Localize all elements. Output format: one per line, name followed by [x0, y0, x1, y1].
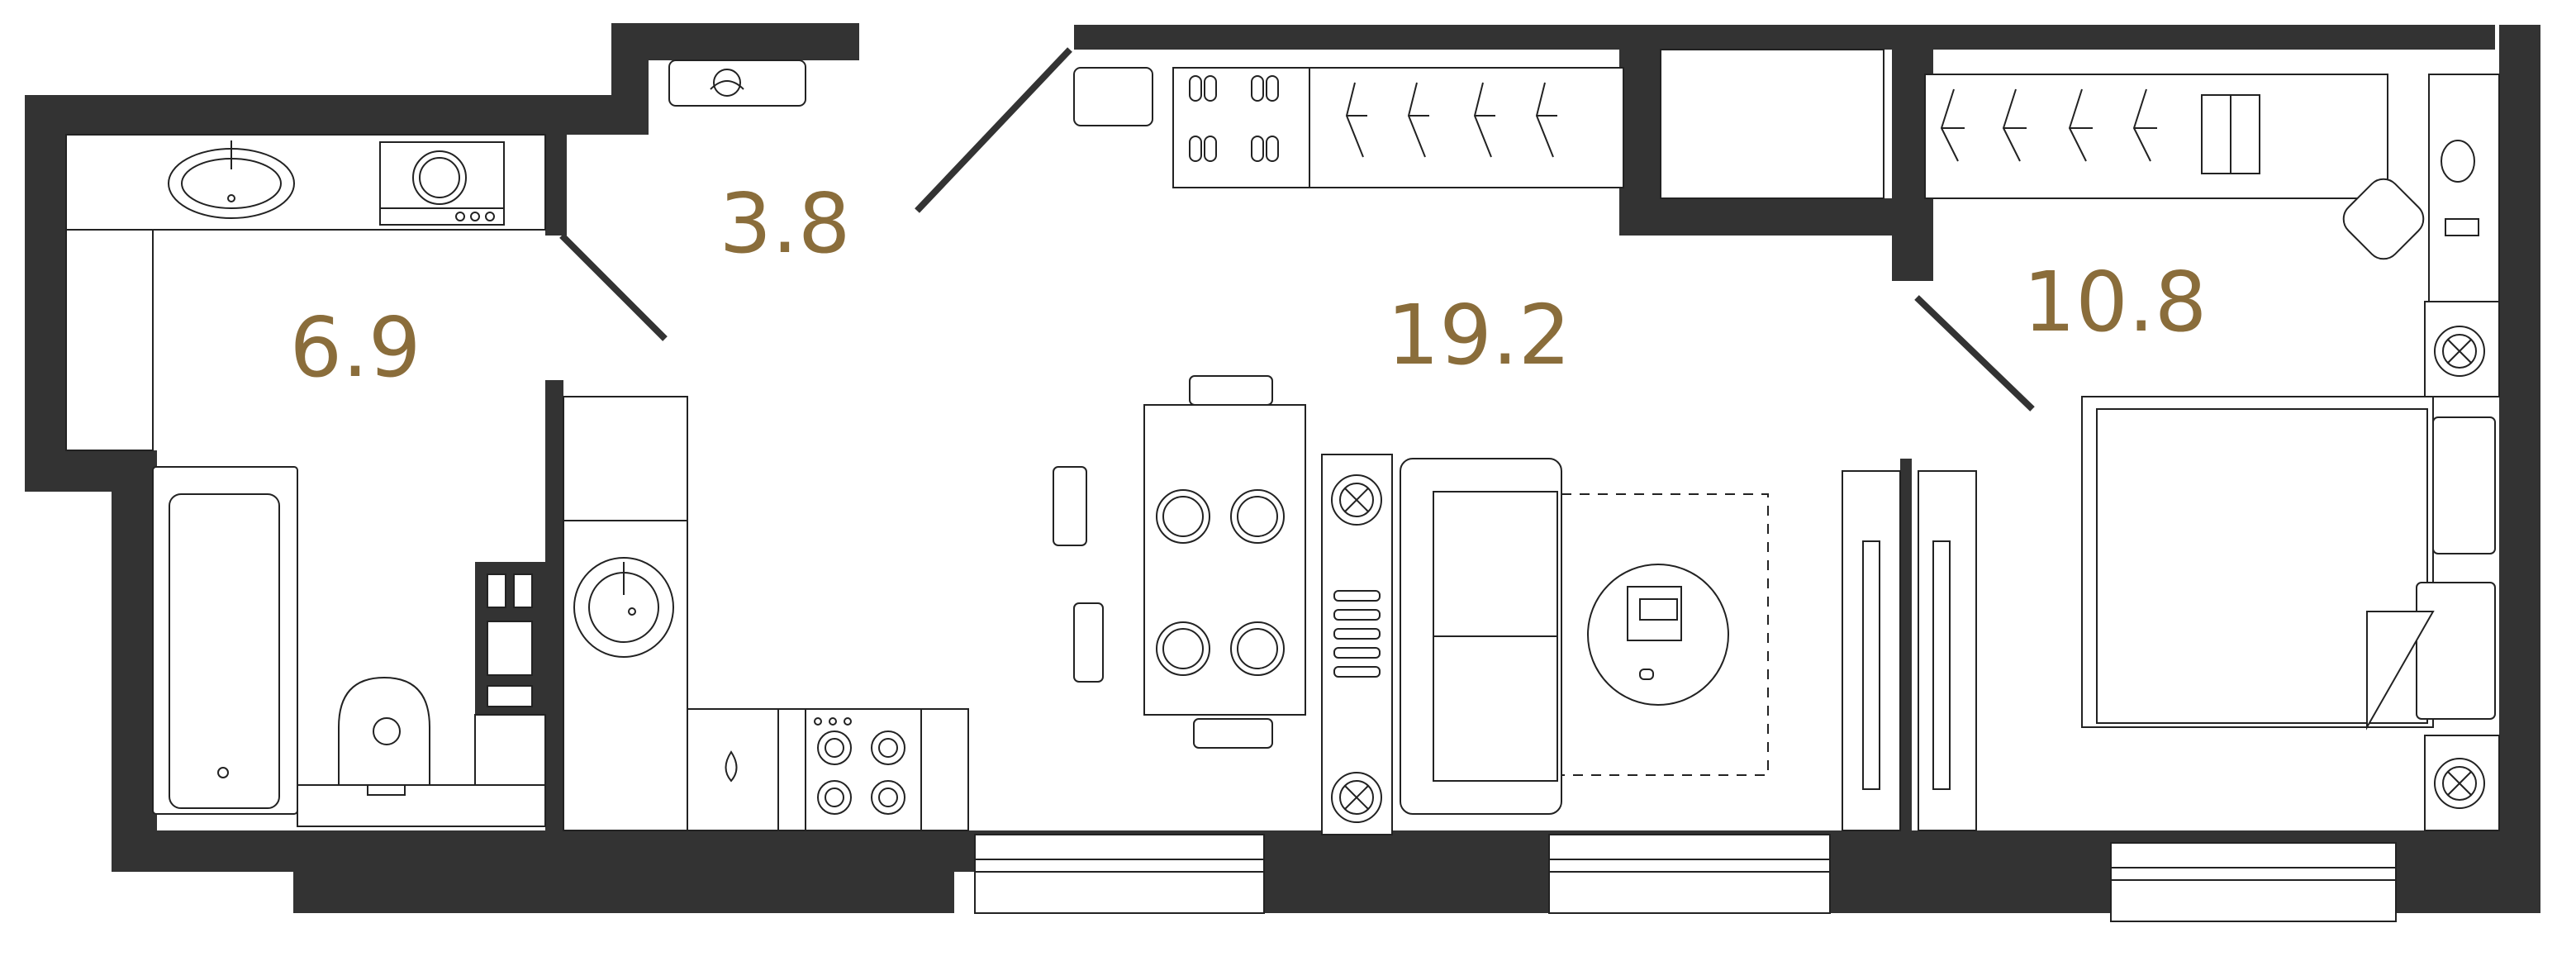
wall-left-lower: [112, 450, 157, 868]
bathroom-bottom-counter: [297, 784, 546, 827]
kitchen: ✳ ✳ ✳: [563, 396, 969, 831]
wardrobe: [1172, 67, 1624, 188]
window-top: [1660, 49, 1884, 199]
hangers-icon: [1345, 82, 1557, 158]
stool-icon: [2342, 178, 2425, 260]
rug: [1561, 493, 1769, 776]
door-bedroom: [1914, 295, 2035, 412]
wall-bottom-thick-mid2: [1818, 864, 2115, 913]
hangers-icon: [1940, 88, 2157, 162]
hat-icon: [713, 69, 741, 97]
walls: [25, 23, 2540, 913]
bedroom-fixtures: [1924, 74, 2500, 831]
chair-icon: [1073, 602, 1104, 683]
window-1: [974, 834, 1265, 914]
pillow-icon: [2432, 416, 2496, 554]
door-entry: [915, 47, 1072, 213]
dishwasher-icon: [687, 708, 779, 831]
wall-bath-partition-bottom: [545, 380, 563, 835]
wall-bottom-thick-right: [2379, 864, 2540, 913]
wall-top-bathroom: [25, 95, 620, 135]
doors: [559, 47, 2035, 839]
wall-bottom-thick-left: [293, 864, 954, 913]
bathroom-side-counter: [65, 229, 154, 451]
lounge-area: [1321, 454, 1769, 835]
hallway-fixtures: [668, 59, 806, 107]
pillow-icon: [2416, 582, 2496, 720]
area-labels: 6.9 3.8 19.2 10.8: [289, 175, 2207, 396]
wall-entry-top: [611, 23, 859, 60]
door-bathroom: [559, 233, 668, 341]
chair-icon: [1193, 718, 1273, 749]
chair-icon: [1189, 375, 1273, 406]
window-2: [1548, 834, 1831, 914]
wall-top-living: [1074, 25, 2495, 50]
living-wardrobe: [1073, 67, 1624, 188]
wall-bottom-thick-mid: [1256, 864, 1603, 913]
wall-column-bottom: [1619, 198, 1925, 236]
window-3: [2110, 842, 2397, 922]
area-label-living-room: 19.2: [1387, 287, 1571, 383]
vanity-icon: [2428, 74, 2500, 302]
stove-icon: [805, 708, 922, 831]
bathroom-fixtures: [65, 134, 546, 827]
area-label-hallway: 3.8: [719, 175, 850, 272]
wall-left-upper: [25, 95, 66, 492]
wall-right: [2499, 25, 2540, 851]
partition-screens: [1842, 470, 1977, 831]
chair-icon: [1053, 466, 1087, 546]
windows: [974, 49, 2397, 922]
wall-bath-partition-top: [545, 124, 567, 236]
area-label-bathroom: 6.9: [289, 299, 421, 396]
wall-column-left: [1619, 25, 1661, 231]
dining-area: [1053, 375, 1306, 749]
shoes-icon: [1189, 75, 1279, 162]
area-label-bedroom: 10.8: [2023, 254, 2208, 350]
bench-icon: [1073, 67, 1153, 126]
bedroom-wardrobe: [1924, 74, 2388, 199]
